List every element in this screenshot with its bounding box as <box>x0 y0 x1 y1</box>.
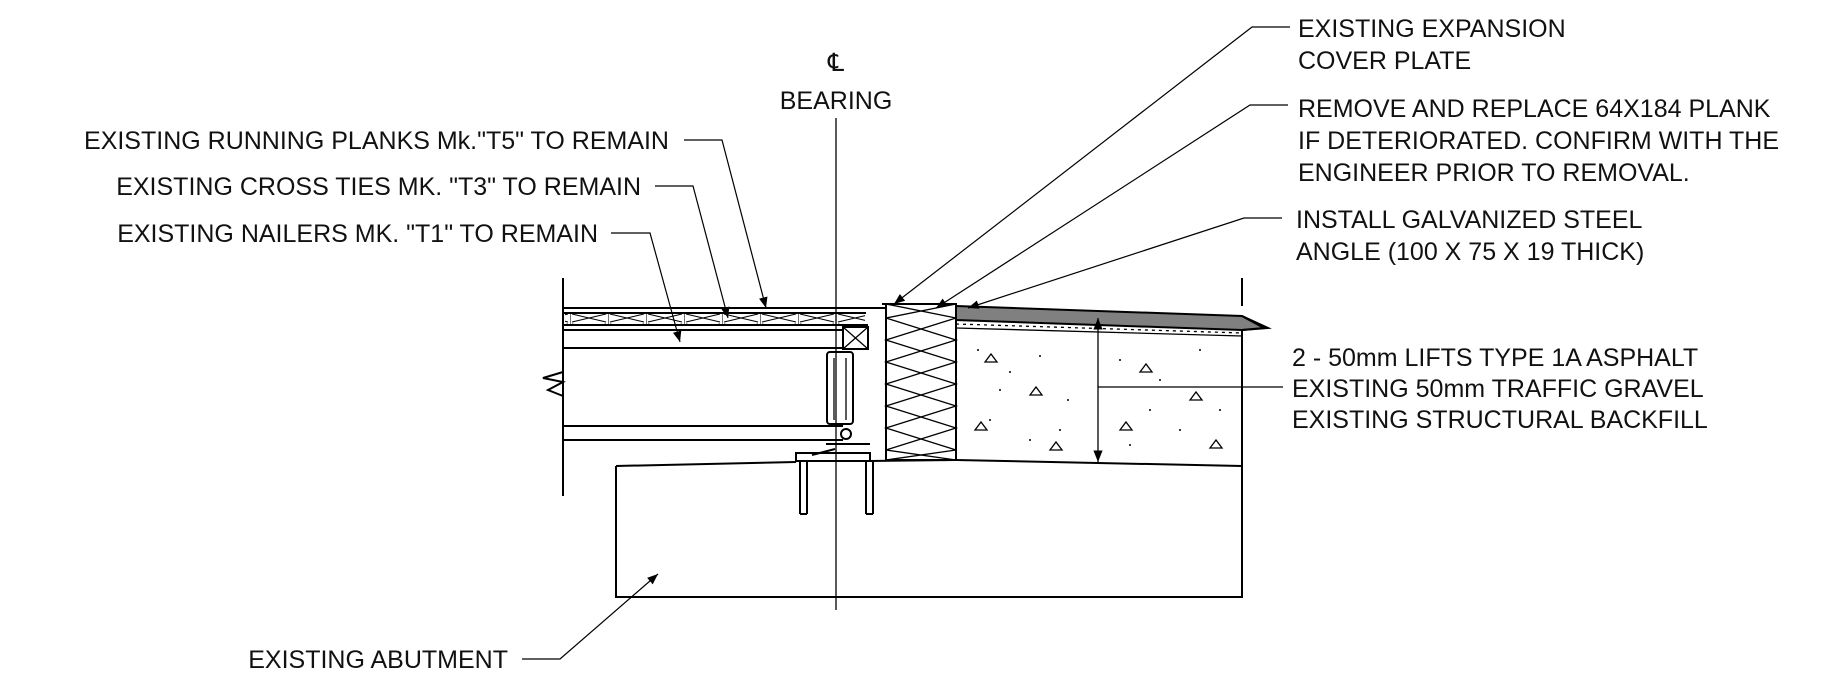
label-angle-line-1: INSTALL GALVANIZED STEEL <box>1296 206 1642 234</box>
label-abutment: EXISTING ABUTMENT <box>248 646 508 674</box>
bearing-assembly <box>795 351 874 515</box>
label-traffic-gravel: EXISTING 50mm TRAFFIC GRAVEL <box>1292 375 1704 403</box>
centerline-bearing: ℄ BEARING <box>780 49 893 610</box>
pavement-layers <box>955 304 1272 467</box>
label-angle-line-2: ANGLE (100 X 75 X 19 THICK) <box>1296 238 1644 266</box>
label-nailers: EXISTING NAILERS MK. "T1" TO REMAIN <box>117 220 598 248</box>
label-plank-line-3: ENGINEER PRIOR TO REMOVAL. <box>1298 159 1690 187</box>
deck-structure <box>542 278 1243 496</box>
label-plank-line-1: REMOVE AND REPLACE 64X184 PLANK <box>1298 95 1771 123</box>
centerline-symbol: ℄ <box>827 49 844 77</box>
abutment <box>615 459 1243 598</box>
centerline-label: BEARING <box>780 87 893 115</box>
label-plank-line-2: IF DETERIORATED. CONFIRM WITH THE <box>1298 127 1779 155</box>
label-cover-plate-line-1: EXISTING EXPANSION <box>1298 15 1566 43</box>
label-structural-backfill: EXISTING STRUCTURAL BACKFILL <box>1292 406 1708 434</box>
label-running-planks: EXISTING RUNNING PLANKS Mk."T5" TO REMAI… <box>84 127 669 155</box>
right-leaders <box>893 26 1290 388</box>
label-asphalt: 2 - 50mm LIFTS TYPE 1A ASPHALT <box>1292 344 1698 372</box>
left-leaders <box>522 139 768 660</box>
label-cross-ties: EXISTING CROSS TIES MK. "T3" TO REMAIN <box>116 173 641 201</box>
label-cover-plate-line-2: COVER PLATE <box>1298 47 1471 75</box>
expansion-joint <box>882 303 959 461</box>
